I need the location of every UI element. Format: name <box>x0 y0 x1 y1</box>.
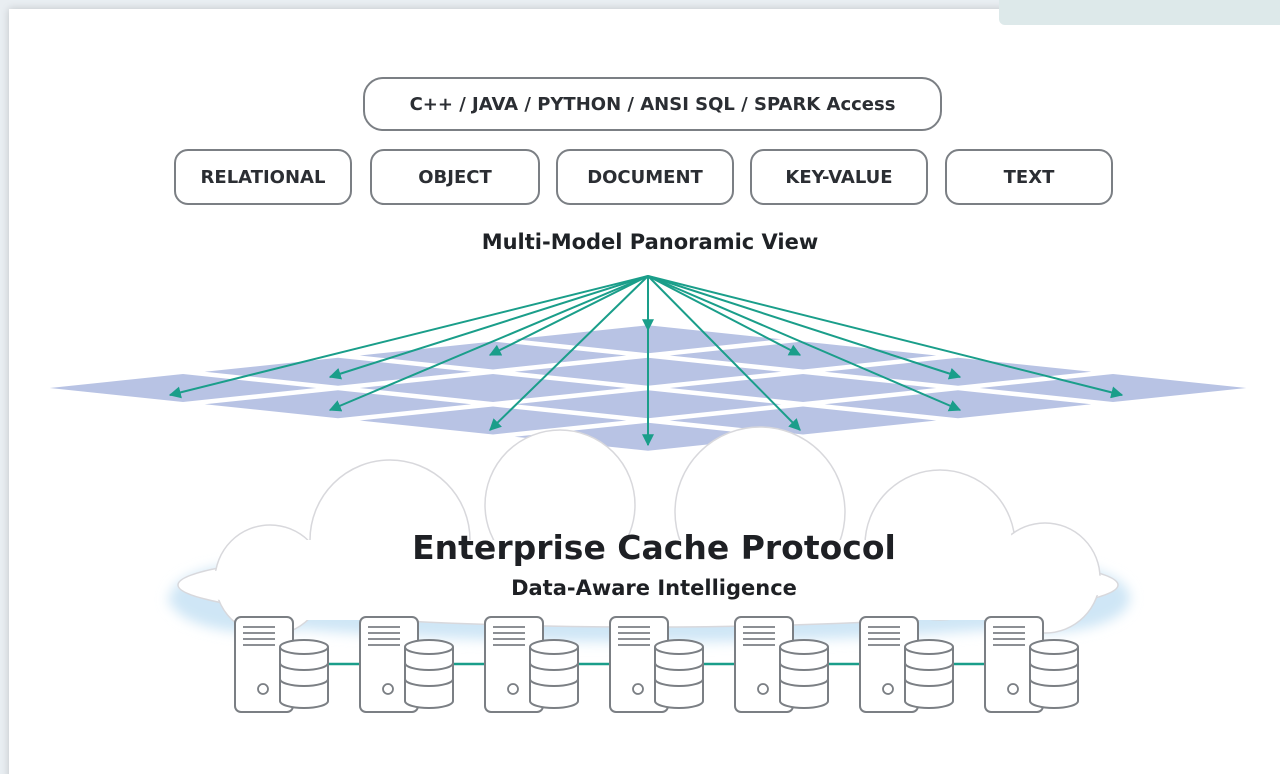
arrow-icon <box>328 275 649 380</box>
database-icon <box>654 639 704 709</box>
model-document: DOCUMENT <box>556 149 734 205</box>
server-node <box>609 616 704 713</box>
database-icon <box>529 639 579 709</box>
arrow-icon <box>647 275 962 412</box>
grid-tile <box>669 374 937 402</box>
model-key-value: KEY-VALUE <box>750 149 928 205</box>
corner-tab <box>999 0 1280 25</box>
model-text: TEXT <box>945 149 1113 205</box>
access-languages-pill: C++ / JAVA / PYTHON / ANSI SQL / SPARK A… <box>363 77 942 131</box>
grid-tile <box>669 406 937 435</box>
server-icon <box>484 616 544 713</box>
model-relational: RELATIONAL <box>174 149 352 205</box>
server-node <box>984 616 1079 713</box>
panoramic-view-label: Multi-Model Panoramic View <box>481 230 819 254</box>
database-icon <box>1029 639 1079 709</box>
arrow-icon <box>647 275 962 380</box>
cloud-subtitle: Data-Aware Intelligence <box>511 576 797 600</box>
server-node <box>234 616 329 713</box>
arrow-icon <box>328 275 649 412</box>
database-icon <box>779 639 829 709</box>
server-node <box>359 616 454 713</box>
server-node <box>484 616 579 713</box>
arrow-icon <box>647 275 801 431</box>
arrow-icon <box>647 275 802 356</box>
arrow-icon <box>647 275 1124 399</box>
server-node <box>859 616 954 713</box>
model-object: OBJECT <box>370 149 540 205</box>
server-icon <box>609 616 669 713</box>
arrow-icon <box>168 275 649 399</box>
panoramic-arrows <box>168 275 1124 447</box>
grid-tile <box>359 374 627 402</box>
server-node <box>734 616 829 713</box>
database-icon <box>279 639 329 709</box>
arrow-icon <box>488 275 649 356</box>
cloud-title: Enterprise Cache Protocol <box>412 528 896 567</box>
server-icon <box>234 616 294 713</box>
arrow-icon <box>489 275 649 431</box>
database-icon <box>404 639 454 709</box>
grid-tile <box>49 374 317 402</box>
server-cluster <box>234 616 1079 713</box>
database-icon <box>904 639 954 709</box>
